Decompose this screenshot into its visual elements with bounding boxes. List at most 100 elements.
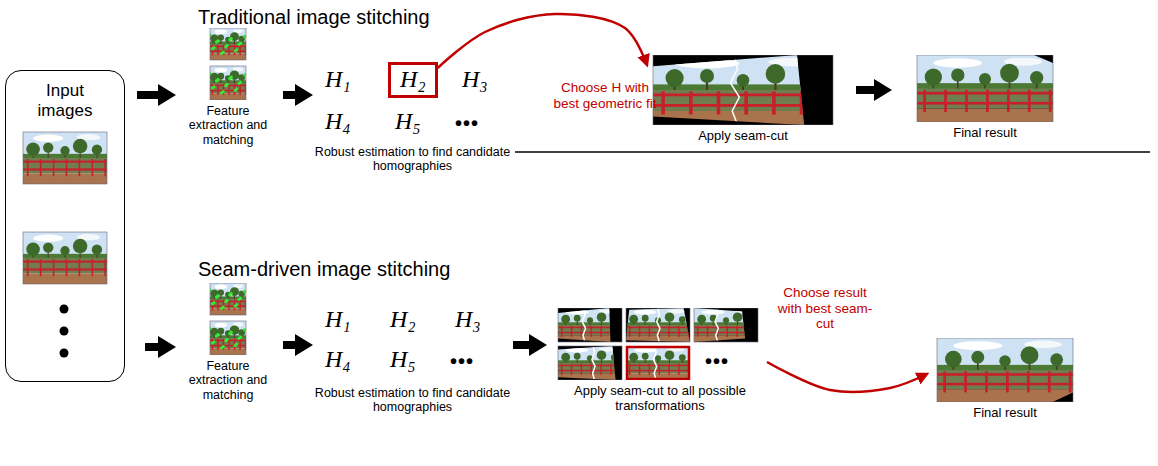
block-arrow	[283, 84, 313, 106]
photo	[626, 308, 690, 342]
feature-point	[224, 339, 227, 342]
feature-point	[224, 300, 227, 303]
feature-point	[238, 82, 241, 85]
ellipsis-dot	[60, 349, 69, 358]
caption: Robust estimation to find candidate homo…	[310, 386, 515, 415]
feature-point	[211, 87, 214, 90]
selection-arrow	[438, 14, 647, 68]
feature-point	[220, 52, 223, 55]
caption: Feature extraction and matching	[180, 359, 276, 402]
photo	[208, 66, 246, 100]
block-arrow	[283, 334, 313, 356]
selection-outline	[627, 347, 689, 379]
edge-label: Choose result with best seam-cut	[772, 285, 878, 332]
photo	[937, 338, 1073, 402]
photo-group	[180, 283, 276, 355]
homography-symbol: H₅	[390, 346, 416, 374]
feature-point	[228, 38, 231, 41]
seam-line	[715, 308, 718, 342]
caption: Final result	[930, 406, 1080, 421]
divider-line	[515, 151, 1150, 153]
feature-point	[238, 298, 241, 301]
seam-line	[657, 308, 660, 342]
homography-symbol: H₄	[325, 346, 351, 374]
selection-arrow	[767, 362, 927, 392]
photo	[626, 346, 690, 380]
row-heading: Seam-driven image stitching	[198, 258, 450, 281]
image-panel: Apply seam-cut	[648, 55, 838, 144]
feature-point	[228, 77, 231, 80]
block-arrow	[513, 334, 547, 356]
photo-group	[910, 55, 1060, 122]
feature-point	[220, 346, 223, 349]
image-panel: Apply seam-cut to all possible transform…	[555, 308, 765, 414]
candidate-box: H₂	[388, 62, 438, 98]
caption: Apply seam-cut	[648, 129, 838, 144]
feature-point	[211, 342, 214, 345]
homography-symbol: H₃	[462, 66, 488, 94]
homography-symbol: H₂	[390, 306, 416, 334]
feature-point	[238, 337, 241, 340]
feature-point	[243, 328, 246, 331]
feature-point	[220, 307, 223, 310]
feature-point	[243, 290, 246, 293]
feature-point	[220, 91, 223, 94]
homography-symbol: H₅	[395, 108, 421, 136]
image-panel: Feature extraction and matching	[180, 283, 276, 402]
feature-point	[215, 334, 218, 337]
feature-point	[215, 79, 218, 82]
image-panel: Feature extraction and matching	[180, 28, 276, 147]
photo	[208, 321, 246, 355]
photo-group	[180, 28, 276, 100]
input-box: Input images	[5, 70, 125, 382]
photo	[694, 308, 758, 342]
ellipsis: •••	[455, 112, 479, 135]
feature-point	[234, 49, 237, 52]
flow-arrow	[856, 86, 874, 94]
homography-symbol: H₄	[325, 108, 351, 136]
feature-point	[215, 40, 218, 43]
feature-point	[234, 89, 237, 92]
caption: Feature extraction and matching	[180, 104, 276, 147]
flow-arrow	[145, 343, 158, 351]
feature-point	[234, 344, 237, 347]
ellipsis: •••	[450, 350, 474, 373]
ellipsis-dot	[60, 327, 69, 336]
photo-group	[930, 338, 1080, 402]
photo	[558, 346, 622, 380]
feature-point	[215, 295, 218, 298]
ellipsis: •••	[705, 350, 729, 373]
caption: Final result	[910, 126, 1060, 141]
feature-point	[224, 84, 227, 87]
photo	[23, 132, 107, 184]
flow-arrow	[137, 91, 158, 99]
photo-group	[648, 55, 838, 125]
photo	[208, 283, 246, 315]
seam-line	[654, 346, 657, 380]
photo	[653, 55, 833, 125]
feature-point	[234, 304, 237, 307]
homography-symbol: H₃	[455, 306, 481, 334]
box-title: Input images	[30, 81, 100, 120]
feature-point	[211, 47, 214, 50]
seam-line	[730, 55, 739, 125]
homography-symbol: H₁	[325, 306, 351, 334]
edge-label: Choose H with best geometric fit	[553, 80, 657, 111]
photo-group	[555, 308, 765, 380]
image-panel: Final result	[910, 55, 1060, 141]
feature-point	[243, 35, 246, 38]
feature-point	[228, 293, 231, 296]
feature-point	[224, 45, 227, 48]
feature-point	[238, 43, 241, 46]
photo	[917, 55, 1053, 122]
feature-point	[228, 332, 231, 335]
ellipsis-dot	[60, 305, 69, 314]
feature-point	[243, 73, 246, 76]
caption: Apply seam-cut to all possible transform…	[555, 384, 765, 414]
seam-line	[592, 346, 595, 380]
photo	[23, 232, 107, 284]
homography-symbol: H₂	[400, 66, 426, 94]
homography-symbol: H₁	[325, 66, 351, 94]
photo	[558, 308, 622, 342]
